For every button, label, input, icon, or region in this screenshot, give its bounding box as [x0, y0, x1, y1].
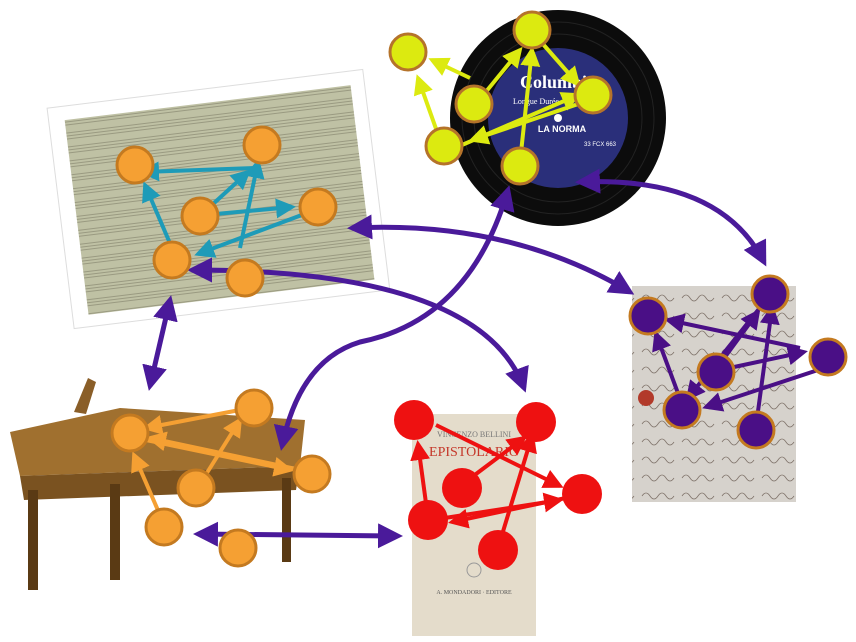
node — [144, 507, 184, 547]
book-publisher: A. MONDADORI · EDITORE — [436, 590, 512, 596]
book-nodes — [394, 400, 602, 570]
node — [628, 296, 668, 336]
node — [512, 10, 552, 50]
node — [424, 126, 464, 166]
node — [242, 125, 282, 165]
node — [454, 84, 494, 124]
node — [298, 187, 338, 227]
edge — [431, 492, 564, 522]
node — [180, 196, 220, 236]
node — [394, 400, 434, 440]
record-line1: Longue Durée — [513, 97, 559, 106]
piano-edges — [131, 406, 311, 516]
link-record-piano — [273, 185, 515, 451]
node — [562, 474, 602, 514]
edge — [428, 57, 471, 80]
link-manuscript-piano — [142, 295, 178, 391]
piano-nodes — [110, 388, 332, 568]
record-nodes — [388, 10, 613, 186]
edge — [238, 158, 265, 249]
node — [408, 500, 448, 540]
node — [500, 146, 540, 186]
record-title: LA NORMA — [538, 124, 587, 134]
node — [234, 388, 274, 428]
edge — [754, 304, 780, 427]
edge — [145, 438, 294, 477]
node — [176, 468, 216, 508]
link-record-letter — [575, 168, 767, 267]
node — [478, 530, 518, 570]
edge — [496, 432, 537, 549]
edge — [139, 161, 256, 182]
node — [218, 528, 258, 568]
manuscript-nodes — [115, 125, 338, 298]
node — [292, 454, 332, 494]
node — [388, 32, 428, 72]
record-edges — [413, 33, 591, 163]
edge — [664, 313, 801, 350]
node — [442, 468, 482, 508]
edge — [518, 46, 541, 163]
node — [808, 337, 848, 377]
node — [115, 145, 155, 185]
node — [750, 274, 790, 314]
node — [736, 410, 776, 450]
node — [696, 352, 736, 392]
node — [516, 402, 556, 442]
edge — [142, 406, 251, 435]
node — [573, 75, 613, 115]
record-code: 33 FCX 663 — [584, 142, 617, 148]
edge — [454, 92, 582, 150]
node — [225, 258, 265, 298]
node — [110, 413, 150, 453]
edge — [131, 451, 162, 516]
node — [152, 240, 192, 280]
node — [662, 390, 702, 430]
edge — [702, 368, 819, 412]
letter-nodes — [628, 274, 848, 450]
